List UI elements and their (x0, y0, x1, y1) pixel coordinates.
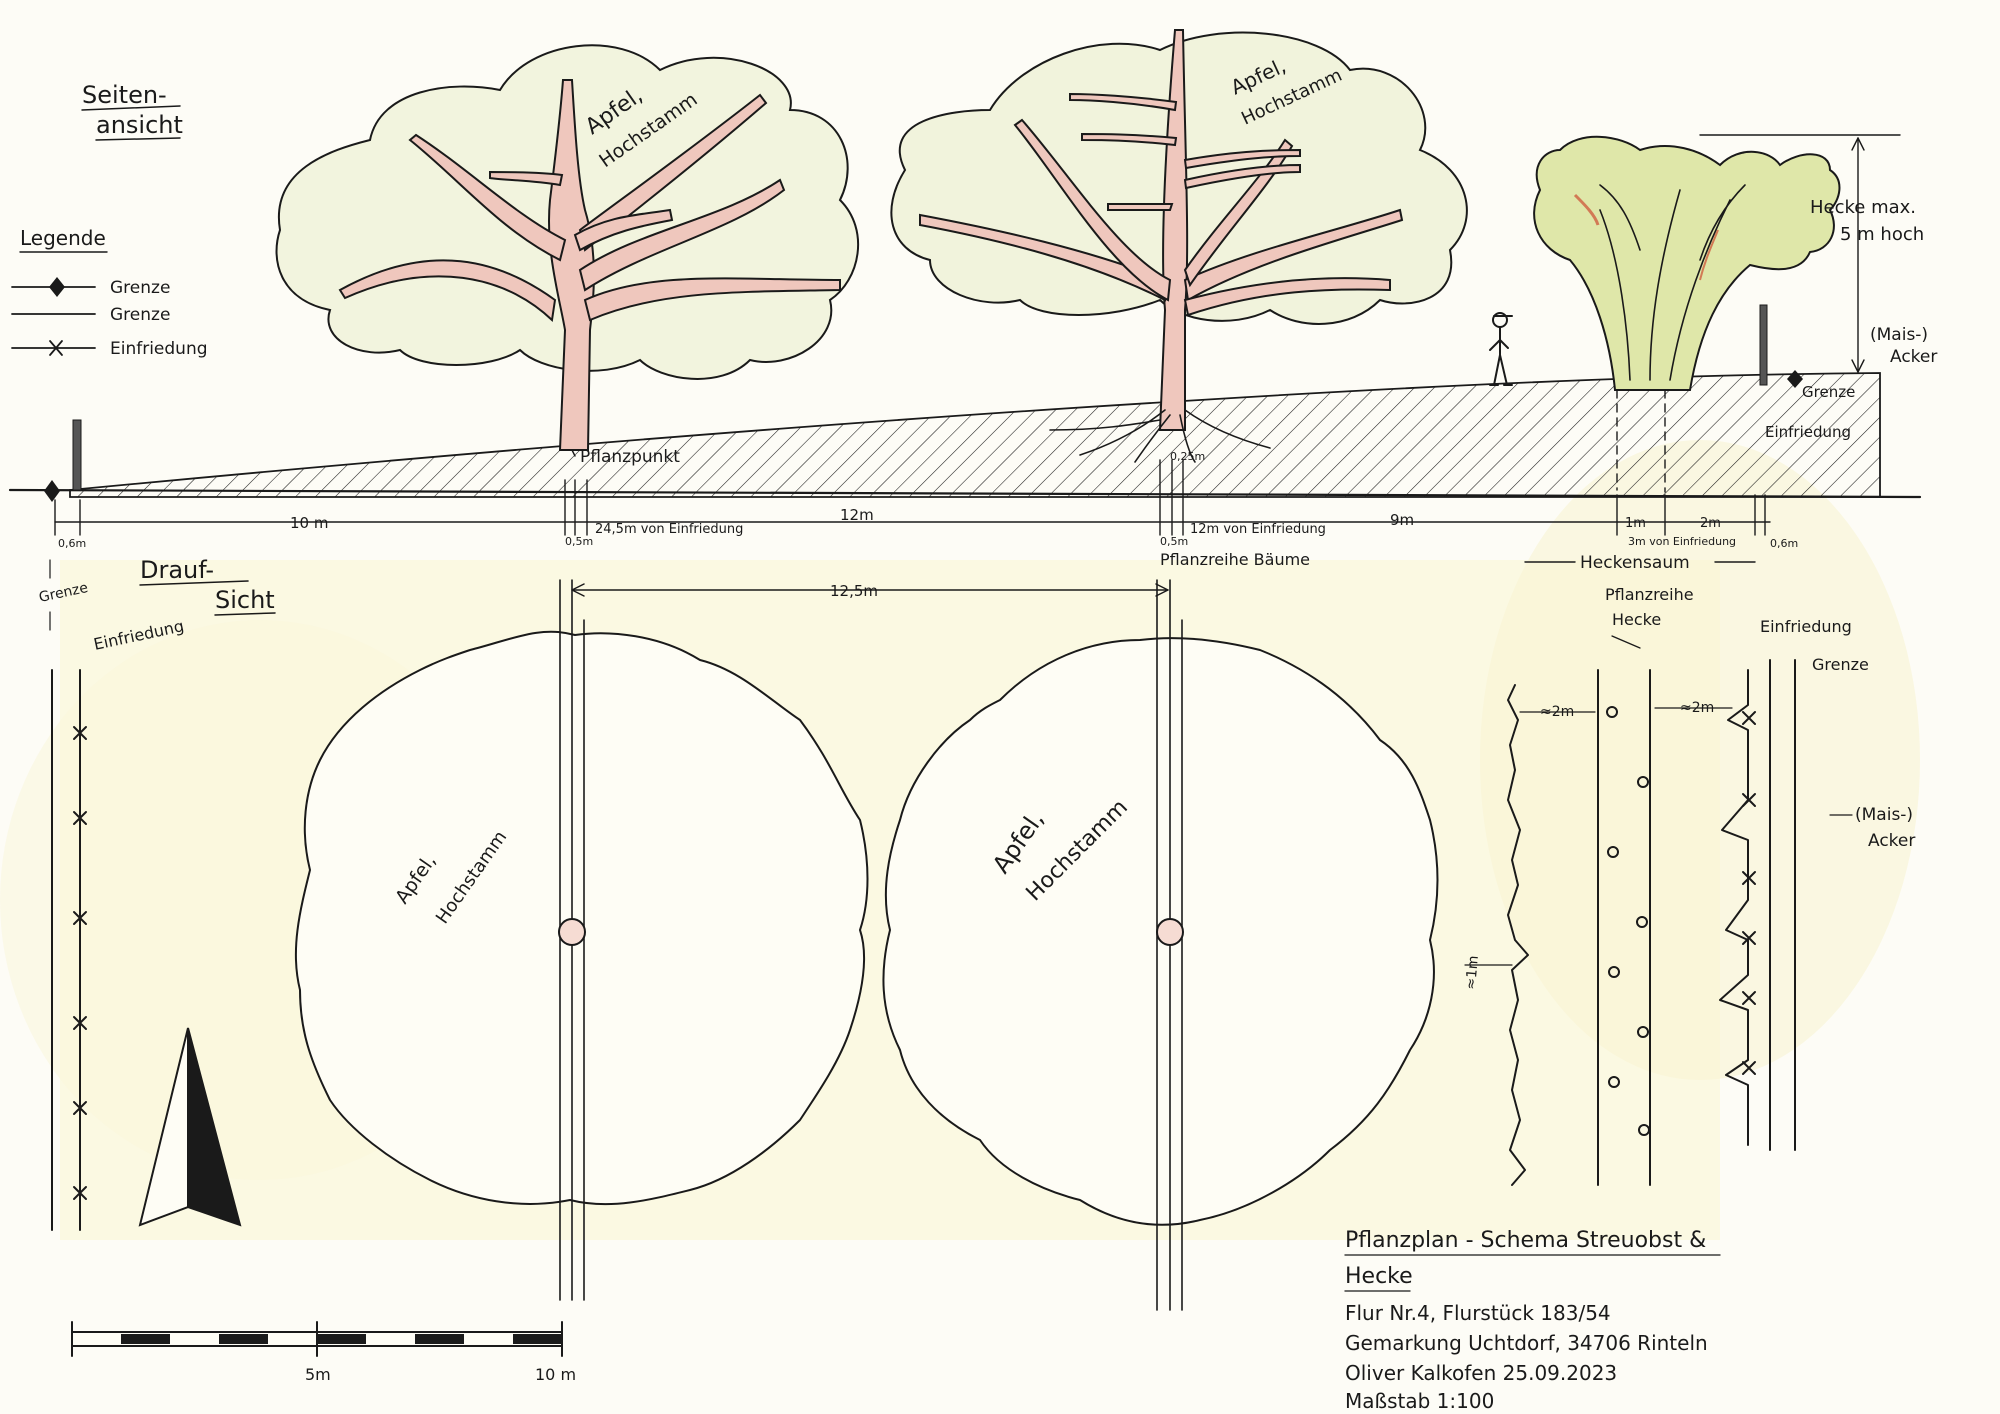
einfriedung-top-right: Einfriedung (1760, 617, 1852, 636)
dim-2m: 2m (1700, 516, 1721, 531)
field-side-label-1: (Mais-) (1870, 325, 1928, 345)
hedge-side-strokes (1599, 184, 1746, 381)
dim-1m: 1m (1625, 516, 1646, 531)
north-arrow (138, 1027, 242, 1227)
dim-245: 24,5m von Einfriedung (595, 522, 743, 537)
hedge-height-dimension (1699, 134, 1901, 373)
grenze-side-label: Grenze (1802, 383, 1855, 401)
hedge-dashed-guides (1616, 389, 1666, 493)
top-view-title-1: Drauf- (140, 556, 214, 584)
dim-3m: 3m von Einfriedung (1628, 535, 1736, 548)
tree1-canopy-top (294, 630, 869, 1206)
tree2-roots (1049, 409, 1271, 463)
dim-125: 12,5m (830, 582, 878, 600)
field-top-label-1: (Mais-) (1855, 805, 1913, 825)
field-side-label-2: Acker (1890, 347, 1937, 367)
hedge-height-label-1: Hecke max. (1810, 197, 1916, 218)
title-block: Pflanzplan - Schema Streuobst & Hecke Fl… (1344, 1228, 1721, 1413)
fence-post-left (72, 419, 82, 491)
dimension-lines: 0,6m 10 m 0,5m 24,5m von Einfriedung 12m… (54, 459, 1798, 600)
einfriedung-side-label: Einfriedung (1765, 423, 1851, 441)
top-view-title-2: Sicht (215, 586, 275, 614)
ground-slope (69, 372, 1881, 498)
legend-title: Legende (20, 226, 106, 250)
dim-9m: 9m (1390, 511, 1414, 529)
side-view: Seiten- ansicht Apfel, Hochstamm Pflanzp… (8, 29, 1937, 502)
legend: Legende Grenze Grenze Einfriedung (11, 226, 208, 359)
dim-06-left: 0,6m (58, 537, 86, 550)
field-top-label-2: Acker (1868, 831, 1915, 851)
dim-05-mid: 0,5m (1160, 535, 1188, 548)
pflanzreihe-hecke-2: Hecke (1612, 610, 1661, 629)
fence-crosses-right (1742, 711, 1756, 1075)
heckensaum-label: Heckensaum (1580, 553, 1690, 573)
small-dim-label: 0,25m (1170, 450, 1205, 463)
side-view-title-2: ansicht (96, 111, 183, 139)
hedge-height-label-2: 5 m hoch (1840, 224, 1924, 245)
border-diamond-right (1787, 370, 1803, 388)
title-line-3: Flur Nr.4, Flurstück 183/54 (1345, 1301, 1611, 1325)
dim-10m: 10 m (290, 514, 328, 532)
person-figure (1489, 312, 1513, 386)
pflanzreihe-baeume-label: Pflanzreihe Bäume (1160, 550, 1310, 569)
hedge-plants (1606, 706, 1650, 1136)
dim-12m: 12m (840, 506, 874, 524)
tree-row-lines (559, 579, 1183, 1311)
title-line-1: Pflanzplan - Schema Streuobst & (1345, 1228, 1706, 1253)
scale-5m: 5m (305, 1365, 331, 1384)
einfriedung-right-line (1719, 669, 1749, 1146)
dim-12-von: 12m von Einfriedung (1190, 522, 1326, 537)
title-line-6: Maßstab 1:100 (1345, 1389, 1494, 1413)
border-diamond-left (44, 480, 60, 502)
legend-item-3: Einfriedung (110, 339, 208, 359)
tree2-trunk-side (919, 29, 1404, 431)
dim-06-right: 0,6m (1770, 537, 1798, 550)
tree1-planting-point (558, 918, 586, 946)
side-view-title-1: Seiten- (82, 81, 167, 109)
grenze-top-right: Grenze (1812, 655, 1869, 674)
fence-post-right (1759, 304, 1768, 386)
tree2-planting-point (1156, 918, 1184, 946)
scale-bar: 5m 10 m (71, 1321, 576, 1384)
hedge-saum-left-edge (1507, 684, 1529, 1186)
fence-crosses-left (73, 726, 87, 1200)
scale-10m: 10 m (535, 1365, 576, 1384)
legend-item-1: Grenze (110, 278, 170, 298)
title-line-4: Gemarkung Uchtdorf, 34706 Rinteln (1345, 1331, 1708, 1355)
title-line-2: Hecke (1345, 1264, 1413, 1289)
title-line-5: Oliver Kalkofen 25.09.2023 (1345, 1361, 1617, 1385)
ground-baseline (8, 488, 1922, 499)
pflanzreihe-hecke-1: Pflanzreihe (1605, 585, 1694, 604)
tree1-trunk-side (338, 79, 841, 451)
approx-1m: ≈1m (1463, 955, 1482, 991)
hedge-side (1533, 135, 1841, 391)
legend-item-2: Grenze (110, 305, 170, 325)
dim-05-left: 0,5m (565, 535, 593, 548)
pflanzpunkt-label: Pflanzpunkt (580, 447, 680, 467)
